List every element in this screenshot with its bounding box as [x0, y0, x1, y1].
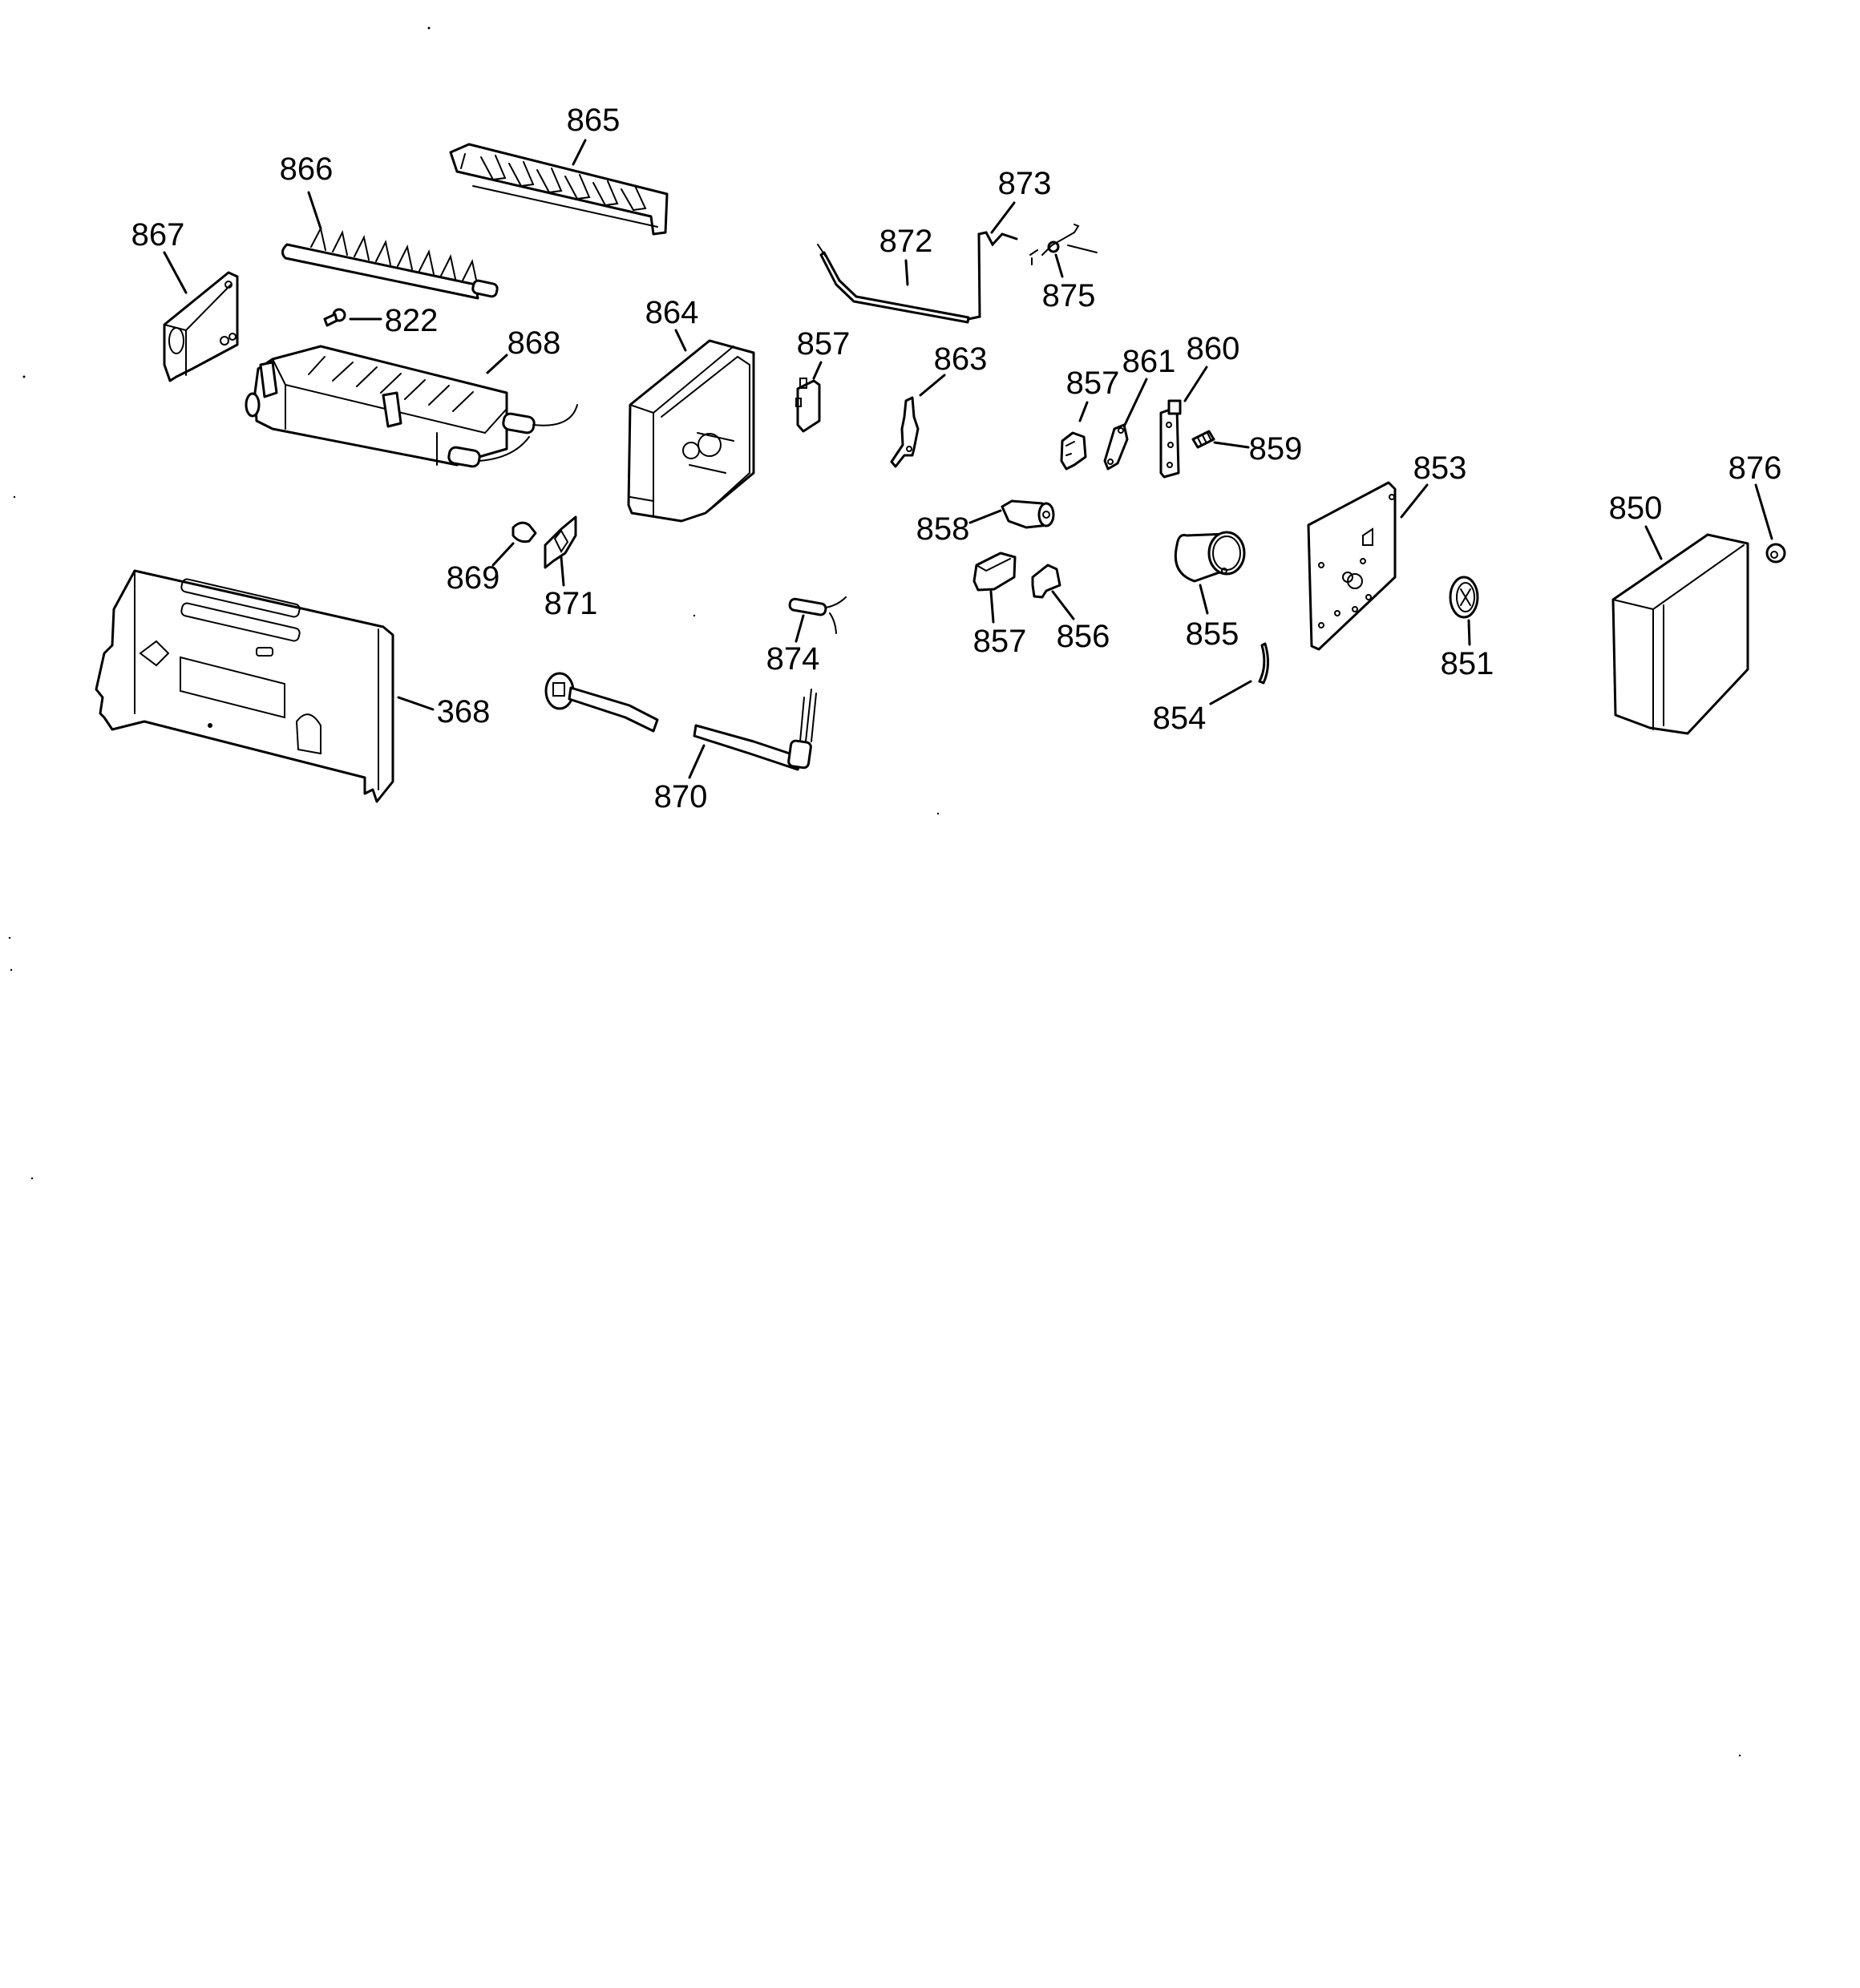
leader-870 — [688, 744, 706, 779]
callout-871[interactable]: 871 — [544, 586, 598, 621]
leader-857b — [1078, 401, 1089, 422]
part-863-lever[interactable] — [890, 396, 920, 468]
part-854-clip[interactable] — [1258, 642, 1269, 685]
part-368-bracket[interactable] — [95, 569, 394, 803]
leader-864 — [674, 329, 687, 352]
leader-873 — [990, 201, 1016, 234]
callout-875[interactable]: 875 — [1042, 278, 1096, 313]
callout-822[interactable]: 822 — [385, 303, 439, 338]
callout-874[interactable]: 874 — [766, 641, 820, 677]
part-857-switch-bottom[interactable] — [972, 552, 1017, 592]
callout-850[interactable]: 850 — [1609, 491, 1663, 526]
part-850-cover[interactable] — [1611, 533, 1749, 735]
callout-863[interactable]: 863 — [934, 341, 988, 377]
part-875-spring[interactable] — [1029, 224, 1098, 265]
part-859-spring[interactable] — [1191, 430, 1215, 449]
part-871-washer[interactable] — [544, 515, 577, 569]
scan-specks — [8, 26, 1741, 1757]
callout-869[interactable]: 869 — [447, 560, 500, 596]
callout-857b[interactable]: 857 — [1066, 366, 1120, 401]
callout-873[interactable]: 873 — [998, 166, 1052, 201]
callout-868[interactable]: 868 — [507, 325, 561, 361]
callout-857c[interactable]: 857 — [973, 624, 1027, 659]
part-868-mold[interactable] — [245, 345, 578, 468]
leader-368 — [397, 696, 435, 711]
part-874-fitting[interactable] — [788, 596, 847, 634]
leader-853 — [1400, 483, 1429, 519]
part-866-ejector[interactable] — [281, 226, 499, 300]
callout-859[interactable]: 859 — [1249, 431, 1303, 467]
leader-865 — [572, 139, 587, 166]
leader-854 — [1209, 680, 1252, 705]
callout-860[interactable]: 860 — [1187, 331, 1240, 366]
part-851-gear[interactable] — [1449, 576, 1479, 619]
callout-864[interactable]: 864 — [645, 295, 699, 330]
leader-872 — [904, 259, 909, 286]
callout-866[interactable]: 866 — [280, 152, 334, 187]
leader-855 — [1199, 584, 1209, 615]
leader-860 — [1183, 366, 1208, 402]
part-855-motor[interactable] — [1174, 531, 1246, 583]
leader-871 — [560, 556, 565, 587]
leader-861 — [1123, 378, 1148, 426]
callout-858[interactable]: 858 — [916, 511, 970, 547]
part-867-bracket[interactable] — [163, 271, 239, 382]
callout-867[interactable]: 867 — [131, 217, 185, 253]
leader-874 — [795, 614, 805, 643]
part-869-clip[interactable] — [512, 521, 537, 543]
part-857-switch-mid[interactable] — [1060, 431, 1087, 471]
leader-863 — [919, 374, 946, 397]
part-822-screw[interactable] — [323, 308, 346, 327]
callout-857a[interactable]: 857 — [797, 326, 851, 362]
leader-856 — [1051, 590, 1075, 620]
part-872-feeler-arm[interactable] — [817, 244, 970, 324]
part-858-thermostat[interactable] — [1001, 499, 1055, 529]
callout-872[interactable]: 872 — [879, 224, 933, 259]
callout-853[interactable]: 853 — [1413, 451, 1467, 486]
callout-851[interactable]: 851 — [1441, 646, 1494, 681]
callout-856[interactable]: 856 — [1057, 619, 1110, 654]
leader-875 — [1054, 253, 1064, 278]
leader-867 — [163, 251, 188, 294]
leader-857c — [989, 590, 995, 624]
leader-858 — [968, 509, 1002, 524]
part-856-coupler[interactable] — [1031, 564, 1061, 599]
callout-861[interactable]: 861 — [1122, 344, 1176, 379]
leader-850 — [1644, 525, 1663, 560]
part-876-nut[interactable] — [1765, 543, 1786, 564]
callout-368[interactable]: 368 — [437, 694, 491, 729]
part-870-harness[interactable] — [544, 672, 817, 771]
leader-868 — [486, 354, 508, 374]
leader-866 — [307, 191, 322, 230]
leader-876 — [1754, 483, 1773, 540]
part-860-bracket[interactable] — [1159, 399, 1182, 479]
leader-859 — [1213, 441, 1250, 449]
callout-870[interactable]: 870 — [654, 779, 708, 814]
callout-865[interactable]: 865 — [567, 103, 621, 138]
leader-869 — [491, 542, 515, 567]
part-853-plate[interactable] — [1307, 481, 1397, 651]
part-873-arm-wire[interactable] — [967, 231, 1018, 321]
part-865-stripper[interactable] — [449, 143, 669, 236]
part-861-plate[interactable] — [1103, 423, 1129, 471]
leader-857a — [812, 361, 823, 380]
callout-855[interactable]: 855 — [1186, 616, 1239, 652]
callout-854[interactable]: 854 — [1153, 701, 1207, 736]
callout-876[interactable]: 876 — [1729, 451, 1782, 486]
leader-851 — [1467, 619, 1471, 646]
part-864-housing[interactable] — [627, 339, 755, 523]
part-857-switch-top[interactable] — [795, 378, 821, 433]
